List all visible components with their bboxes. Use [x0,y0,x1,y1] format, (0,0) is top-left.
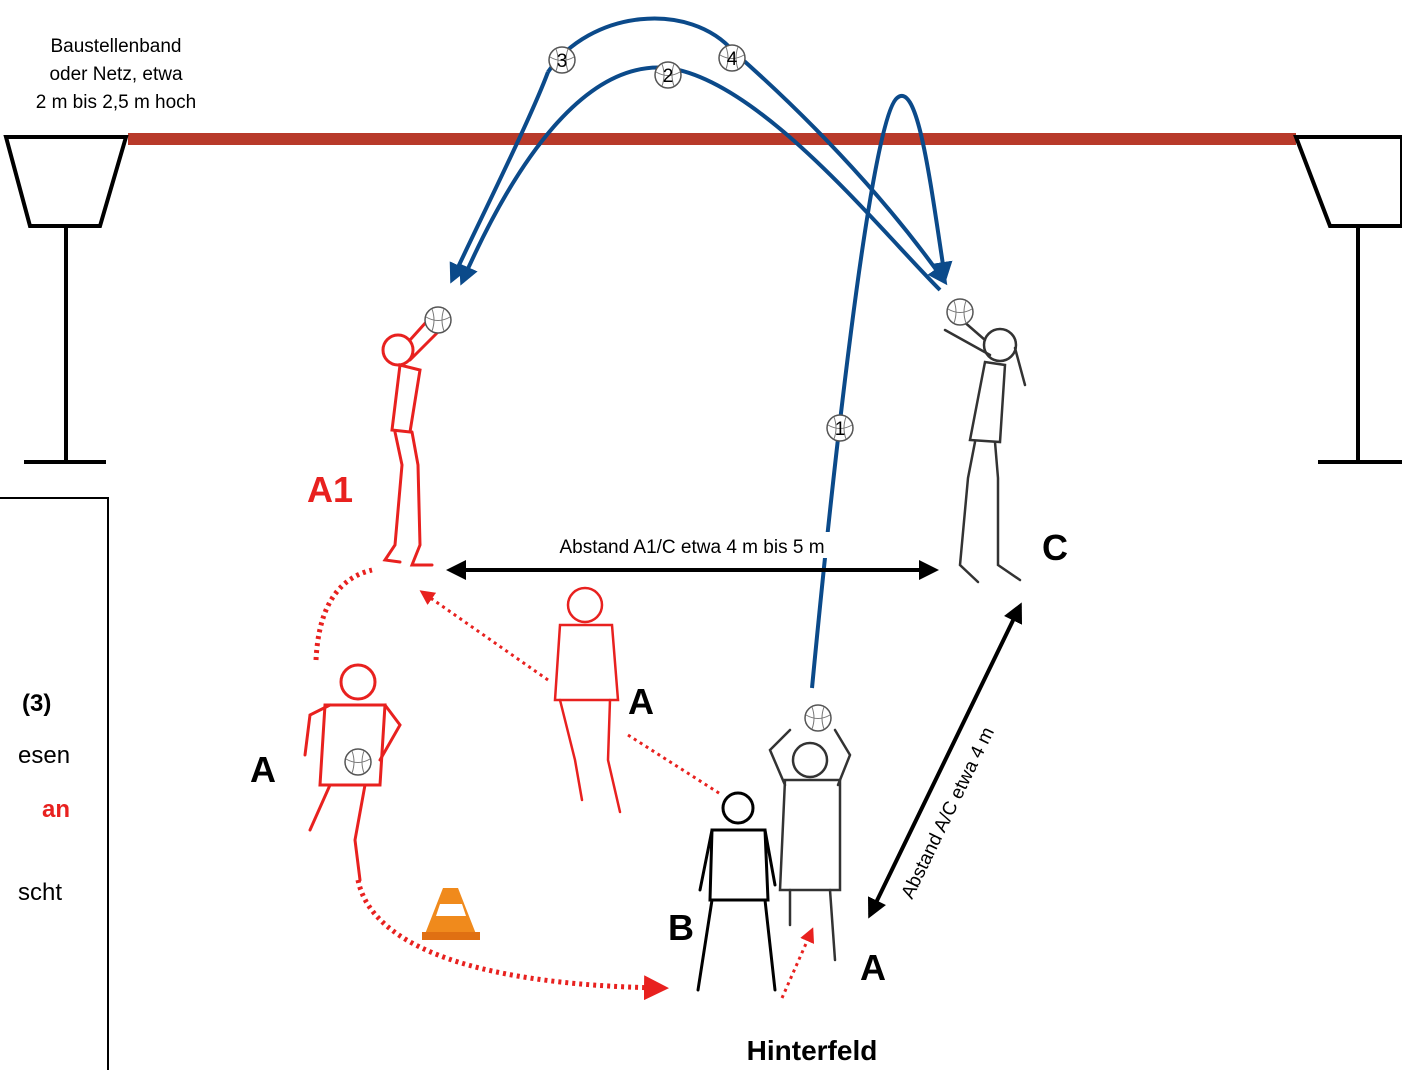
trajectory-3 [449,71,550,284]
pass-b-to-a [780,927,815,999]
net-caption-line-3: 2 m bis 2,5 m hoch [36,92,197,113]
label-a1: A1 [307,469,353,510]
net-caption-line-1: Baustellenband [51,36,182,57]
distance-a1-c-text: Abstand A1/C etwa 4 m bis 5 m [559,537,824,558]
player-a-mid-figure [553,586,622,814]
label-a-bottom: A [860,947,886,988]
svg-text:1: 1 [835,419,846,440]
svg-text:2: 2 [663,66,674,87]
label-a-left: A [250,749,276,790]
ball-number-4: 4 [718,44,746,72]
side-box-text-1: (3) [22,690,52,717]
player-a1-figure [381,313,447,567]
player-b-figure [696,791,777,992]
player-a-bottom-figure [768,728,852,962]
label-b: B [668,907,694,948]
svg-text:3: 3 [557,51,568,72]
run-a-left-to-b [355,879,669,1001]
run-a-left-to-a1 [313,567,373,661]
left-post [3,135,129,464]
right-post [1293,135,1402,464]
player-c-figure [943,318,1027,584]
ball-number-1: 1 [826,414,854,442]
movement-paths [313,567,669,1001]
net-caption-line-2: oder Netz, etwa [49,64,182,85]
label-c: C [1042,527,1068,568]
trajectory-4 [546,16,948,286]
ball-number-2: 2 [654,61,682,89]
side-box-text-4: scht [18,879,63,906]
ball-trajectories [449,16,953,689]
svg-text:4: 4 [727,49,738,70]
pass-a-mid-to-a1 [419,590,549,682]
label-a-mid: A [628,681,654,722]
ball-number-3: 3 [548,46,576,74]
pass-a-mid-to-b [627,733,723,797]
trajectory-1 [810,94,953,689]
cone-icon [422,888,480,940]
side-box-text-2: esen [18,742,71,769]
side-box-text-3: an [42,796,71,823]
label-hinterfeld: Hinterfeld [747,1035,878,1066]
trajectory-2 [459,65,942,292]
pass-paths [419,590,815,999]
distance-arrow-a-c [867,602,1023,919]
player-a-left-figure [303,663,402,882]
side-box [0,497,109,1070]
